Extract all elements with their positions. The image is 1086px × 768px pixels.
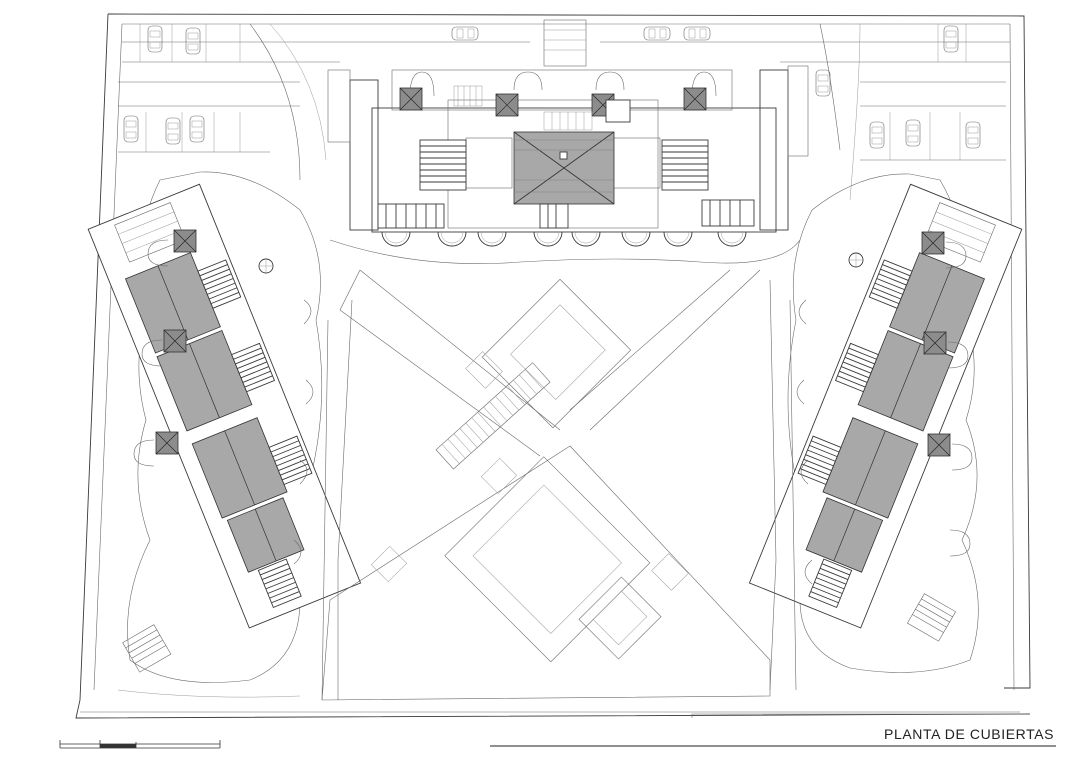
right-wing <box>748 173 1023 673</box>
central-plaza <box>321 269 797 701</box>
scale-bar <box>59 740 221 749</box>
left-wing <box>87 171 362 698</box>
central-building <box>327 65 809 264</box>
drawing-title: PLANTA DE CUBIERTAS <box>884 726 1055 742</box>
parking-area <box>118 19 1010 201</box>
